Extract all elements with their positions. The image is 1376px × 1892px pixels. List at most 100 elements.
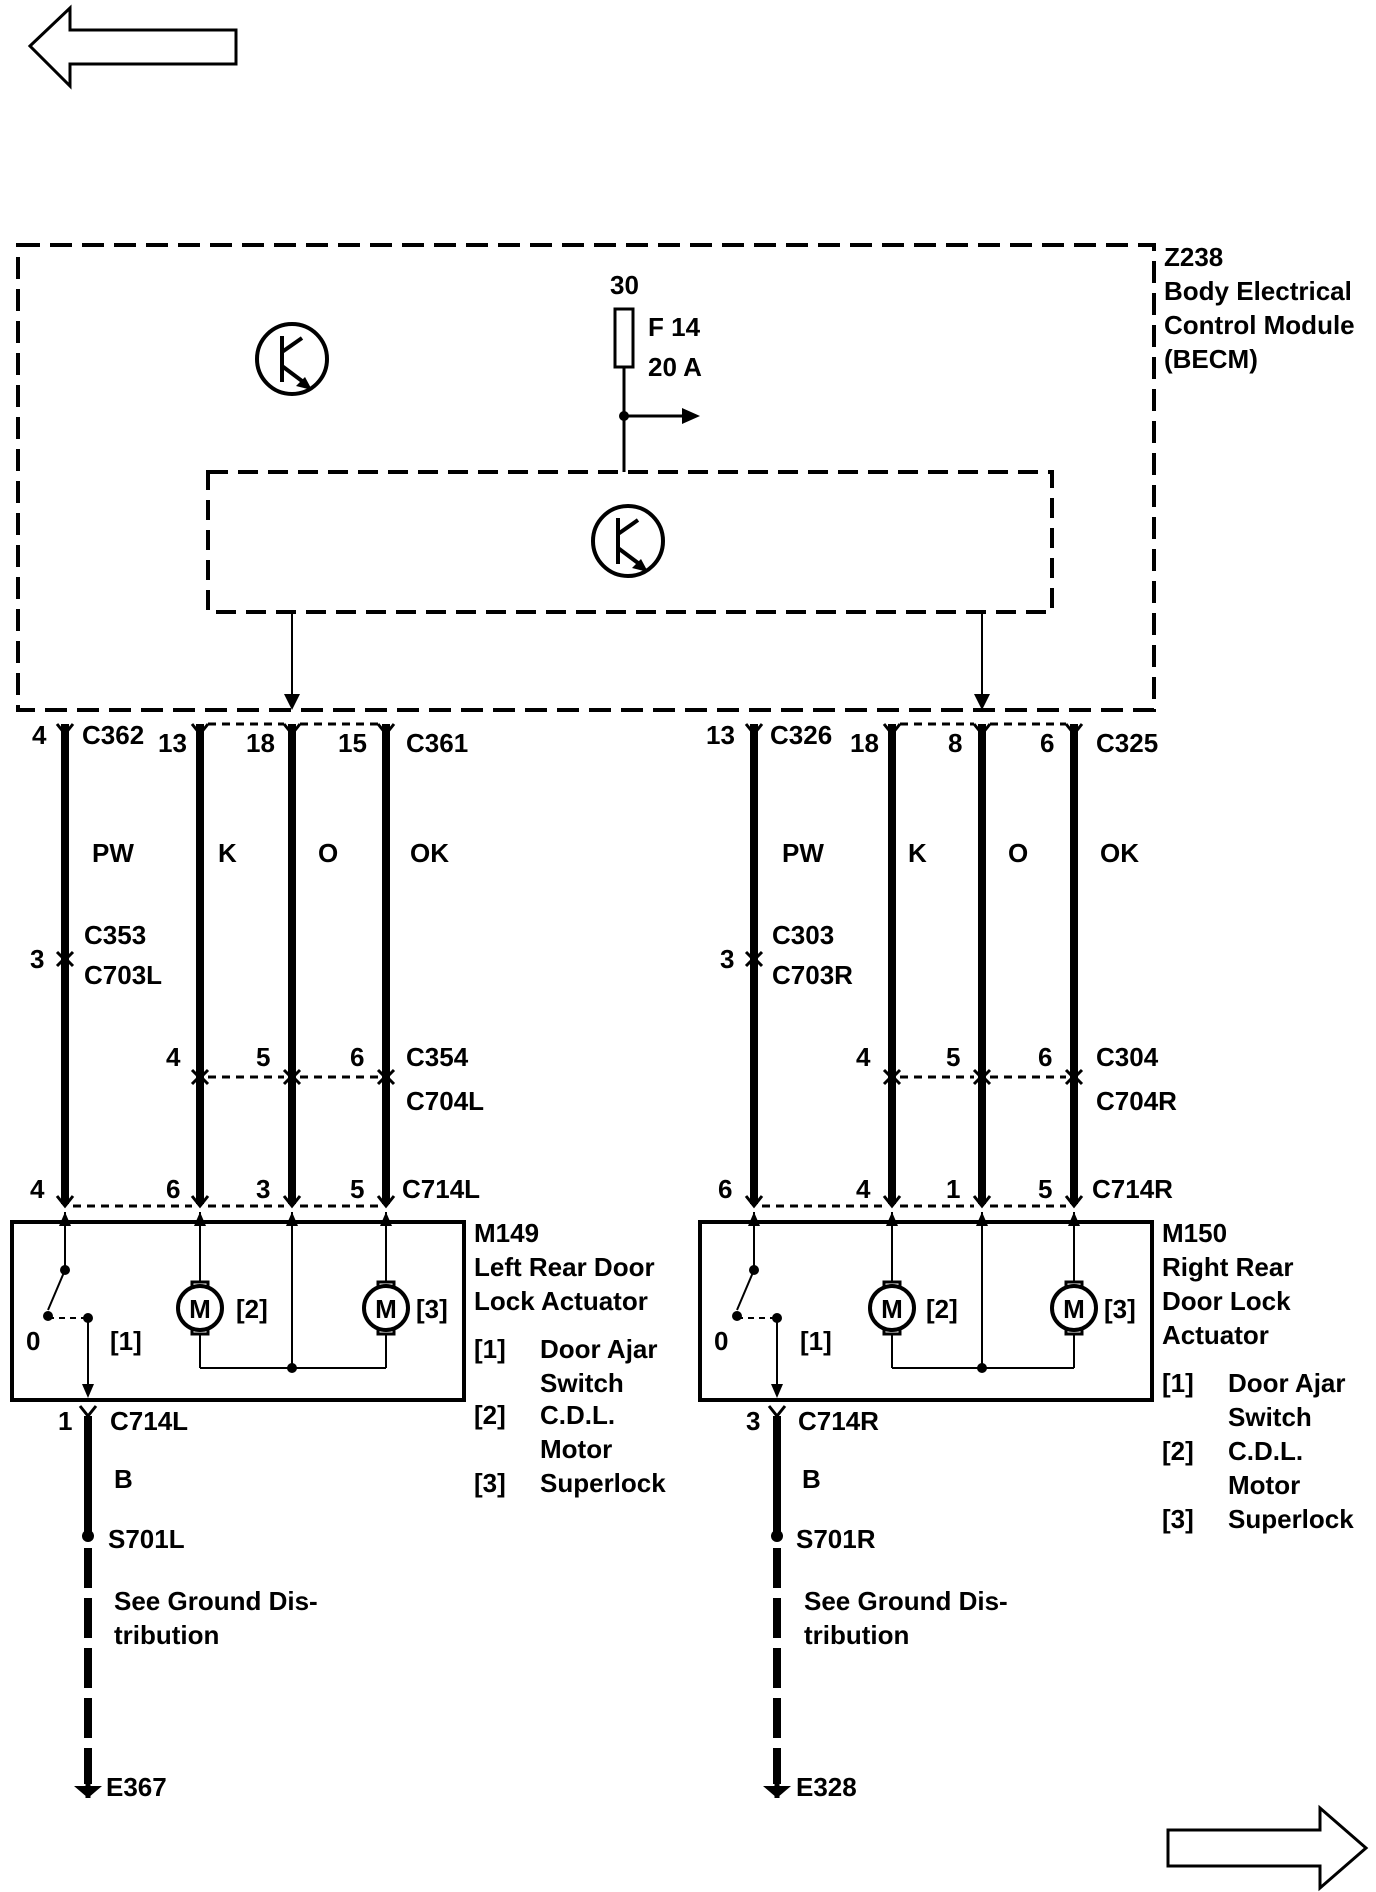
left-pin-b2: 6 <box>166 1174 180 1204</box>
left-gnd-conn: C714L <box>110 1406 188 1436</box>
right-pin-m1: 4 <box>856 1042 871 1072</box>
becm-driver-box <box>206 470 1054 614</box>
right-wire-ok: OK <box>1100 838 1139 868</box>
right-legend1a: Door Ajar <box>1228 1368 1346 1398</box>
motor-arrow-icon <box>286 1212 298 1226</box>
module-name-line1: Body Electrical <box>1164 276 1352 306</box>
right-switch-tag: [1] <box>800 1326 832 1356</box>
right-switch-pos: 0 <box>714 1326 728 1356</box>
left-legend1a: Door Ajar <box>540 1334 658 1364</box>
fuse-rating: 20 A <box>648 352 702 382</box>
left-harness-wires <box>61 724 390 1204</box>
right-actuator-line2: Door Lock <box>1162 1286 1291 1316</box>
left-pin-m1: 4 <box>166 1042 181 1072</box>
right-wire-o: O <box>1008 838 1028 868</box>
right-pin-b1: 6 <box>718 1174 732 1204</box>
left-pin-c361-a: 13 <box>158 728 187 758</box>
right-conn-mid-a: C304 <box>1096 1042 1159 1072</box>
transistor-icon <box>255 322 329 396</box>
motor-icon: M <box>176 1280 224 1336</box>
left-ground: E367 <box>106 1772 167 1802</box>
left-motor-tag: [2] <box>236 1294 268 1324</box>
left-pin-c362: 4 <box>32 720 47 750</box>
left-legend3: Superlock <box>540 1468 666 1498</box>
left-pin-c361-b: 18 <box>246 728 275 758</box>
motor-letter: M <box>1063 1294 1085 1324</box>
left-conn-c362: C362 <box>82 720 144 750</box>
right-actuator-box <box>698 1220 1154 1402</box>
motor-arrow-icon <box>194 1212 206 1226</box>
right-conn-mid-b: C704R <box>1096 1086 1177 1116</box>
becm-module-box <box>16 243 1156 712</box>
right-legend-tag1: [1] <box>1162 1368 1194 1398</box>
right-legend-tag2: [2] <box>1162 1436 1194 1466</box>
right-actuator-line1: Right Rear <box>1162 1252 1293 1282</box>
next-page-arrow-icon[interactable] <box>1166 1804 1369 1892</box>
left-legend2a: C.D.L. <box>540 1400 615 1430</box>
left-see-line1: See Ground Dis- <box>114 1586 318 1616</box>
motor-icon: M <box>362 1280 410 1336</box>
left-actuator-line1: Left Rear Door <box>474 1252 655 1282</box>
left-actuator-id: M149 <box>474 1218 539 1248</box>
left-switch-pos: 0 <box>26 1326 40 1356</box>
right-conn-c326: C326 <box>770 720 832 750</box>
left-legend-tag2: [2] <box>474 1400 506 1430</box>
left-conn-c361: C361 <box>406 728 468 758</box>
left-mid-connector <box>190 1068 396 1086</box>
fuse-icon <box>613 307 635 369</box>
left-legend-tag3: [3] <box>474 1468 506 1498</box>
ground-arrow-icon <box>82 1384 94 1398</box>
left-conn-mid-a: C354 <box>406 1042 469 1072</box>
left-superlock-tag: [3] <box>416 1294 448 1324</box>
left-conn-inline-b: C703L <box>84 960 162 990</box>
right-gnd-conn: C714R <box>798 1406 879 1436</box>
right-pin-m3: 6 <box>1038 1042 1052 1072</box>
right-legend2a: C.D.L. <box>1228 1436 1303 1466</box>
transistor-arrow-icon <box>632 559 648 572</box>
output-arrow-icon <box>974 694 990 710</box>
left-legend-tag1: [1] <box>474 1334 506 1364</box>
ground-icon <box>74 1784 102 1798</box>
right-pin-c325-b: 8 <box>948 728 962 758</box>
right-legend3: Superlock <box>1228 1504 1354 1534</box>
output-arrow-icon <box>284 694 300 710</box>
left-wire-o: O <box>318 838 338 868</box>
right-pin-c325-a: 18 <box>850 728 879 758</box>
right-actuator-id: M150 <box>1162 1218 1227 1248</box>
left-legend2b: Motor <box>540 1434 612 1464</box>
left-conn-inline-a: C353 <box>84 920 146 950</box>
motor-arrow-icon <box>976 1212 988 1226</box>
switch-arrow-icon <box>59 1212 71 1226</box>
left-actuator-line2: Lock Actuator <box>474 1286 648 1316</box>
left-gnd-wire: B <box>114 1464 133 1494</box>
motor-letter: M <box>189 1294 211 1324</box>
left-ground-wire <box>78 1405 98 1419</box>
motor-letter: M <box>881 1294 903 1324</box>
ground-arrow-icon <box>771 1384 783 1398</box>
motor-arrow-icon <box>886 1212 898 1226</box>
left-pin-inline: 3 <box>30 944 44 974</box>
previous-page-arrow-icon[interactable] <box>27 4 238 90</box>
right-splice: S701R <box>796 1524 876 1554</box>
right-legend2b: Motor <box>1228 1470 1300 1500</box>
left-wire-pw: PW <box>92 838 134 868</box>
right-see-line1: See Ground Dis- <box>804 1586 1008 1616</box>
motor-icon: M <box>868 1280 916 1336</box>
right-conn-c325: C325 <box>1096 728 1158 758</box>
right-pin-b2: 4 <box>856 1174 871 1204</box>
feed-arrow-icon <box>682 408 700 424</box>
module-name-line3: (BECM) <box>1164 344 1258 374</box>
left-pin-b4: 5 <box>350 1174 364 1204</box>
left-pin-m3: 6 <box>350 1042 364 1072</box>
left-legend1b: Switch <box>540 1368 624 1398</box>
right-ground-wire <box>767 1405 787 1419</box>
right-pin-m2: 5 <box>946 1042 960 1072</box>
right-gnd-wire: B <box>802 1464 821 1494</box>
left-pin-b3: 3 <box>256 1174 270 1204</box>
right-bottom-connector <box>744 1195 1084 1209</box>
left-splice: S701L <box>108 1524 185 1554</box>
right-pin-inline: 3 <box>720 944 734 974</box>
right-gnd-pin: 3 <box>746 1406 760 1436</box>
motor-arrow-icon <box>1068 1212 1080 1226</box>
